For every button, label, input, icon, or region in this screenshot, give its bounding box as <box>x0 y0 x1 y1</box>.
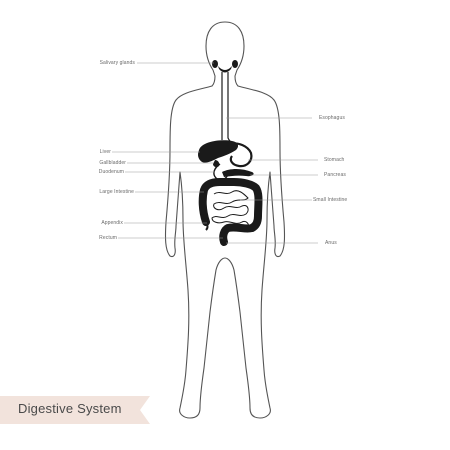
label-pancreas: Pancreas <box>324 172 346 178</box>
digestive-organs <box>198 60 263 246</box>
label-appendix: Appendix <box>101 220 123 226</box>
label-liver: Liver <box>99 149 111 155</box>
rectum-shape <box>219 223 256 246</box>
label-small-intestine: Small Intestine <box>313 197 348 203</box>
pancreas-shape <box>222 169 254 177</box>
body-outline <box>164 21 286 419</box>
small-intestine-shape <box>211 190 249 229</box>
liver-shape <box>198 140 239 163</box>
label-esophagus: Esophagus <box>319 115 345 121</box>
right-body-outline <box>224 85 286 419</box>
label-large-intestine: Large Intestine <box>99 189 134 195</box>
label-rectum: Rectum <box>99 235 117 241</box>
label-anus: Anus <box>325 240 337 246</box>
large-intestine-shape <box>198 178 263 232</box>
esophagus-shape <box>221 72 234 145</box>
salivary-glands-shape <box>212 60 238 73</box>
label-duodenum: Duodenum <box>98 169 124 175</box>
label-stomach: Stomach <box>324 157 345 163</box>
stomach-shape <box>229 142 253 168</box>
label-salivary-glands: Salivary glands <box>99 60 135 66</box>
head-outline <box>205 21 245 87</box>
title-ribbon <box>0 396 150 424</box>
diagram-title: Digestive System <box>18 401 122 416</box>
left-body-outline <box>164 85 226 419</box>
leader-lines <box>112 62 318 244</box>
label-gallbladder: Gallbladder <box>99 160 126 166</box>
